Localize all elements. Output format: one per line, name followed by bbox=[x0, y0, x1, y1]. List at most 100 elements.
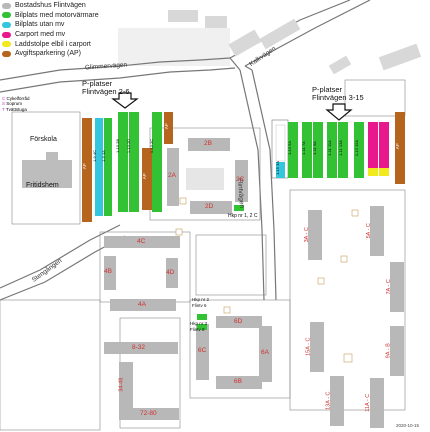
building-5A bbox=[370, 206, 384, 256]
building-2D bbox=[190, 201, 232, 214]
legend-swatch bbox=[2, 2, 11, 9]
minor-legend-item: S Soprum bbox=[2, 101, 30, 106]
building-label-6A: 6A bbox=[261, 349, 269, 356]
row-2B bbox=[118, 112, 128, 212]
aisle-right-1 bbox=[324, 120, 326, 180]
utility-rooms bbox=[175, 197, 359, 363]
building-4A bbox=[110, 299, 176, 311]
ap-label: AP bbox=[141, 173, 147, 180]
building-label-9A: 9A - B bbox=[385, 343, 392, 359]
bg-building-n5 bbox=[168, 10, 198, 22]
road-kalk-edge-2 bbox=[244, 0, 371, 67]
building-4D bbox=[166, 258, 178, 288]
charger-1 bbox=[379, 168, 389, 176]
map-date: 2020-10-15 bbox=[396, 423, 420, 428]
building-label-4D: 4D bbox=[166, 269, 175, 276]
row-2D bbox=[129, 112, 139, 212]
parking-left-subtitle: Flintvägen 2-6 bbox=[82, 87, 130, 96]
row-3A-upper bbox=[275, 124, 286, 162]
bg-building-n4 bbox=[378, 43, 422, 71]
place-preschool: Förskola bbox=[30, 136, 57, 143]
utility-room-7 bbox=[351, 209, 359, 217]
row-15A bbox=[354, 122, 364, 178]
aisle-right-2 bbox=[350, 120, 353, 180]
building-label-2A: 2A bbox=[168, 172, 176, 179]
ap-label: AP bbox=[163, 123, 169, 130]
building-8-32 bbox=[104, 342, 178, 354]
row-label-3A: 1-15 3A bbox=[275, 160, 281, 176]
hkp-1-label: Hkp nr 1, 2 C bbox=[228, 213, 258, 219]
carport-1 bbox=[368, 122, 378, 176]
road-sten-edge-1 bbox=[0, 224, 121, 289]
preschool-annex bbox=[46, 152, 58, 162]
legend-label: Bostadshus Flintvägen bbox=[15, 2, 86, 10]
legend-label: Bilplats med motorvärmare bbox=[15, 11, 99, 19]
parking-right-subtitle: Flintvägen 3-15 bbox=[312, 93, 364, 102]
road-glimmer-edge-1 bbox=[0, 57, 231, 81]
building-label-7A: 7A - C bbox=[385, 279, 392, 295]
row-label-4A: 1-9 4A bbox=[100, 150, 106, 162]
preschool-building bbox=[22, 160, 72, 188]
parking-right-title: P-platser bbox=[312, 85, 343, 94]
minor-legend-item: C Cykelförråd bbox=[2, 96, 30, 101]
legend-item: Laddstolpe elbil i carport bbox=[2, 39, 99, 49]
building-label-6D: 6D bbox=[234, 318, 243, 325]
hkp-3-sub: Flintv 8 bbox=[190, 327, 205, 332]
row-label-4C: 1-9 4C bbox=[92, 149, 98, 163]
road-glimmer-edge-2 bbox=[0, 67, 236, 93]
minor-legend-item: T Tvättstuga bbox=[2, 107, 30, 112]
building-label-11A: 11A - C bbox=[365, 393, 372, 412]
top-field bbox=[118, 28, 230, 66]
legend-item: Bilplats med motorvärmare bbox=[2, 11, 99, 21]
legend-swatch bbox=[2, 31, 11, 38]
building-2A bbox=[167, 148, 179, 206]
minor-letter: C bbox=[2, 96, 6, 101]
site-outlines bbox=[0, 79, 406, 431]
row-13A bbox=[338, 122, 348, 178]
arrow-left-icon bbox=[111, 92, 139, 109]
building-label-3A: 3A - C bbox=[303, 227, 310, 243]
building-label-2B: 2B bbox=[204, 140, 212, 147]
residential-buildings bbox=[104, 138, 404, 428]
legend-item: Bostadshus Flintvägen bbox=[2, 1, 99, 11]
building-label-2C: 2C bbox=[236, 176, 245, 183]
ap-label: AP bbox=[394, 143, 400, 150]
building-label-6B: 6B bbox=[234, 378, 242, 385]
legend-swatch bbox=[2, 12, 11, 19]
minor-label: Cykelförråd bbox=[6, 96, 30, 101]
ap-left-2 bbox=[142, 148, 152, 210]
row-label-2D: 1-13 2D bbox=[126, 138, 132, 154]
row-label-7A: 1-11 7A bbox=[300, 141, 306, 155]
row-4C bbox=[95, 118, 103, 216]
building-2B bbox=[188, 138, 230, 151]
building-13A bbox=[330, 376, 344, 426]
utility-room-4 bbox=[317, 277, 325, 285]
legend-label: Bilplats utan mv bbox=[15, 21, 65, 29]
parking-right bbox=[271, 112, 405, 184]
ap-left-1 bbox=[82, 118, 92, 222]
road-junction-2 bbox=[244, 65, 253, 71]
building-label-4C: 4C bbox=[137, 238, 146, 245]
south-west-plot bbox=[0, 299, 101, 431]
place-afterschool: Fritidshem bbox=[26, 182, 59, 189]
building-34-48 bbox=[119, 362, 133, 408]
block-east-plot bbox=[289, 189, 406, 411]
hkp-2-sub: Flintv 6 bbox=[192, 303, 207, 308]
building-6B bbox=[216, 376, 262, 389]
building-label-15A: 15A - C bbox=[305, 337, 312, 356]
utility-room-2 bbox=[179, 197, 187, 205]
heater-post-3 bbox=[197, 324, 207, 330]
arrow-right-icon bbox=[325, 103, 353, 121]
building-label-8-32: 8-32 bbox=[132, 344, 146, 351]
bg-building-n1 bbox=[228, 29, 262, 57]
row-label-15A: 1-13 15A bbox=[354, 139, 360, 157]
row-5A bbox=[288, 122, 298, 178]
building-11A bbox=[370, 378, 384, 428]
legend-item: Carport med mv bbox=[2, 30, 99, 40]
building-label-13A: 13A - C bbox=[325, 391, 332, 410]
building-label-2D: 2D bbox=[205, 203, 214, 210]
building-6A bbox=[259, 326, 272, 382]
utility-room-1 bbox=[175, 228, 183, 236]
central-field bbox=[195, 234, 267, 296]
